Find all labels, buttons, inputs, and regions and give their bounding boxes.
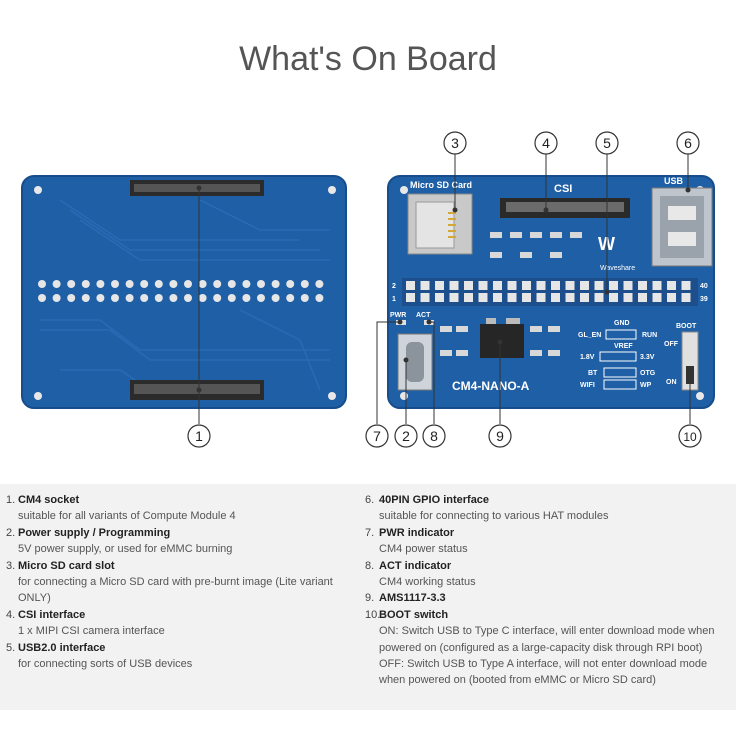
callout-circle-8 <box>422 424 446 448</box>
feature-description: when powered on (booted from eMMC or Mic… <box>379 674 656 687</box>
callout-circle-10 <box>678 424 702 448</box>
feature-name: Micro SD card slot <box>18 559 115 572</box>
feature-number: 4. <box>6 608 16 621</box>
gnd-label: GND <box>614 320 630 327</box>
feature-description: 1 x MIPI CSI camera interface <box>18 625 165 638</box>
callout-number-7: 7 <box>373 428 381 444</box>
feature-description: powered on (configured as a large-capaci… <box>379 641 703 654</box>
callout-number-5: 5 <box>603 135 611 151</box>
bt-label: BT <box>588 370 598 377</box>
description-column-left: 1.CM4 socket suitable for all variants of… <box>6 492 356 672</box>
model-label: CM4-NANO-A <box>452 379 530 393</box>
feature-description: CM4 power status <box>379 543 468 556</box>
callouts: 1 2 3 4 5 6 7 8 9 10 <box>187 131 702 448</box>
page-title: What's On Board <box>239 40 497 78</box>
run-label: RUN <box>642 332 657 339</box>
usb-label: USB <box>664 176 684 186</box>
callout-dots <box>196 185 693 393</box>
act-label: ACT <box>416 312 431 319</box>
boot-label: BOOT <box>676 323 697 330</box>
feature-item: 2.Power supply / Programming 5V power sup… <box>6 525 356 558</box>
feature-name: AMS1117-3.3 <box>379 592 446 605</box>
pwr-label: PWR <box>390 312 406 319</box>
feature-item: 6. 40PIN GPIO interface suitable for conne… <box>365 492 733 525</box>
feature-number: 6. <box>365 494 375 506</box>
pin-39-label: 39 <box>700 296 708 303</box>
callout-number-6: 6 <box>684 135 692 151</box>
feature-item: 1.CM4 socket suitable for all variants of… <box>6 492 356 525</box>
feature-description: OFF: Switch USB to Type A interface, wil… <box>379 658 708 671</box>
feature-name: USB2.0 interface <box>18 641 106 654</box>
callout-number-1: 1 <box>195 428 203 444</box>
feature-number: 10. <box>365 608 381 621</box>
feature-description: CM4 working status <box>379 576 476 589</box>
callout-circle-1 <box>187 424 211 448</box>
gl-en-label: GL_EN <box>578 332 601 339</box>
callout-circle-6 <box>676 131 700 155</box>
description-panel: 1.CM4 socket suitable for all variants of… <box>0 484 736 710</box>
feature-number: 1. <box>6 494 16 506</box>
feature-item: 4.CSI interface 1 x MIPI CSI camera inter… <box>6 607 356 640</box>
feature-number: 7. <box>365 526 375 539</box>
feature-item: 3.Micro SD card slot for connecting a Mic… <box>6 558 356 607</box>
feature-description: for connecting sorts of USB devices <box>18 658 193 671</box>
feature-description: suitable for connecting to various HAT m… <box>379 510 609 523</box>
callout-number-4: 4 <box>542 135 550 151</box>
feature-name: PWR indicator <box>379 526 455 539</box>
callout-number-8: 8 <box>430 428 438 444</box>
feature-name: CSI interface <box>18 608 86 621</box>
callout-circle-7 <box>365 424 389 448</box>
callout-circle-9 <box>488 424 512 448</box>
feature-name: ACT indicator <box>379 559 452 572</box>
pin-2-label: 2 <box>392 283 396 290</box>
callout-number-2: 2 <box>402 428 410 444</box>
pin-40-label: 40 <box>700 283 708 290</box>
callout-circle-2 <box>394 424 418 448</box>
otg-label: OTG <box>640 370 656 377</box>
feature-number: 2. <box>6 526 16 539</box>
feature-name: Power supply / Programming <box>18 526 171 539</box>
feature-number: 5. <box>6 641 16 654</box>
callout-number-9: 9 <box>496 428 504 444</box>
callout-circle-5 <box>595 131 619 155</box>
micro-sd-label: Micro SD Card <box>410 180 472 190</box>
feature-name: BOOT switch <box>379 608 449 621</box>
feature-name: 40PIN GPIO interface <box>379 494 490 506</box>
feature-number: 3. <box>6 559 16 572</box>
v18-label: 1.8V <box>580 354 595 361</box>
board-back <box>21 175 347 409</box>
feature-description: 5V power supply, or used for eMMC burnin… <box>18 543 233 556</box>
feature-description: for connecting a Micro SD card with pre-… <box>18 576 333 605</box>
wifi-label: WIFI <box>580 382 595 389</box>
wp-label: WP <box>640 382 652 389</box>
feature-description: suitable for all variants of Compute Mod… <box>18 510 236 523</box>
feature-number: 8. <box>365 559 375 572</box>
callout-number-10: 10 <box>683 430 697 444</box>
csi-label: CSI <box>554 183 572 195</box>
feature-item: 9. AMS1117-3.3 <box>365 590 733 606</box>
description-column-right: 6. 40PIN GPIO interface suitable for conne… <box>365 492 733 689</box>
vref-label: VREF <box>614 343 633 350</box>
off-label: OFF <box>664 341 679 348</box>
on-label: ON <box>666 379 677 386</box>
callout-number-3: 3 <box>451 135 459 151</box>
feature-name: CM4 socket <box>18 494 80 506</box>
brand-label: Waveshare <box>600 265 635 272</box>
feature-item: 5.USB2.0 interface for connecting sorts o… <box>6 640 356 673</box>
feature-description: ON: Switch USB to Type C interface, will… <box>379 625 715 638</box>
v33-label: 3.3V <box>640 354 655 361</box>
callout-circle-4 <box>534 131 558 155</box>
feature-number: 9. <box>365 592 375 605</box>
board-front: Micro SD Card CSI USB W Waveshare 2 1 40… <box>387 175 715 409</box>
callout-circle-3 <box>443 131 467 155</box>
pin-1-label: 1 <box>392 296 396 303</box>
board-diagram: Micro SD Card CSI USB W Waveshare 2 1 40… <box>21 131 715 448</box>
